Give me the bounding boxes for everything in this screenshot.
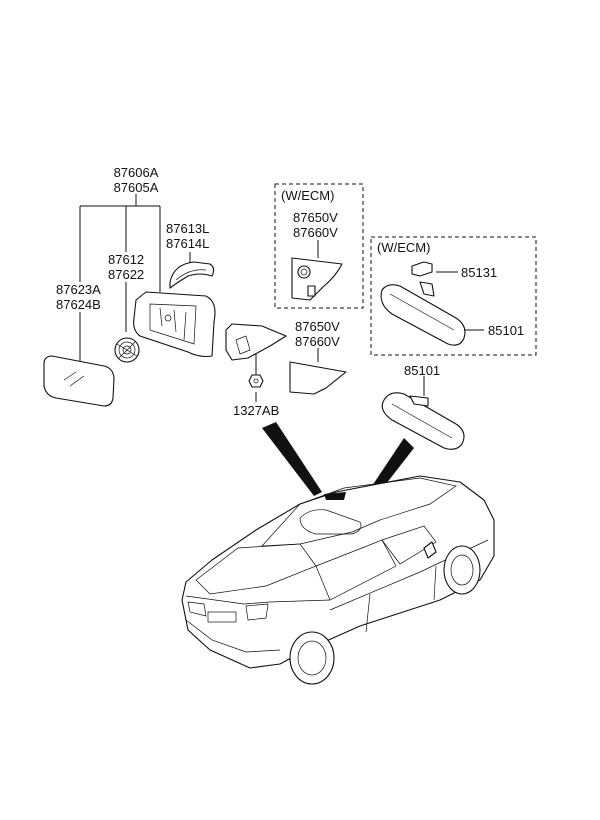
ecm-box-outside xyxy=(274,183,364,309)
ecm-box-inside xyxy=(370,236,537,356)
mirror-housing xyxy=(133,291,216,358)
label-cover-lower-2: 87660V xyxy=(295,334,340,349)
label-sensor-part: 85131 xyxy=(461,265,497,280)
mirror-cover xyxy=(169,261,215,289)
mirror-actuator xyxy=(114,337,140,363)
mirror-glass xyxy=(43,355,115,407)
label-glass-upper: 87623A xyxy=(56,282,101,297)
label-assy-lower: 87605A xyxy=(114,180,159,195)
label-ecm-box1-title: (W/ECM) xyxy=(281,188,334,203)
label-cover-lower: 87614L xyxy=(166,236,209,251)
label-inside-mirror-ecm: 85101 xyxy=(488,323,524,338)
label-cover-upper-2: 87650V xyxy=(295,319,340,334)
label-ecm-box2-title: (W/ECM) xyxy=(377,240,430,255)
car-illustration xyxy=(181,475,495,685)
label-actuator-upper: 87612 xyxy=(108,252,144,267)
leader-lines-outside-mirror xyxy=(79,194,257,402)
label-nut: 1327AB xyxy=(233,403,279,418)
label-cover-upper: 87613L xyxy=(166,221,209,236)
label-glass-lower: 87624B xyxy=(56,297,101,312)
label-ecm-cover-upper: 87650V xyxy=(293,210,338,225)
inside-mirror xyxy=(381,376,465,450)
label-inside-mirror: 85101 xyxy=(404,363,440,378)
mirror-base xyxy=(225,323,287,361)
mirror-outer-cover xyxy=(289,348,347,395)
label-actuator-lower: 87622 xyxy=(108,267,144,282)
nut-icon xyxy=(248,374,264,388)
label-assy-upper: 87606A xyxy=(114,165,159,180)
label-ecm-cover-lower: 87660V xyxy=(293,225,338,240)
